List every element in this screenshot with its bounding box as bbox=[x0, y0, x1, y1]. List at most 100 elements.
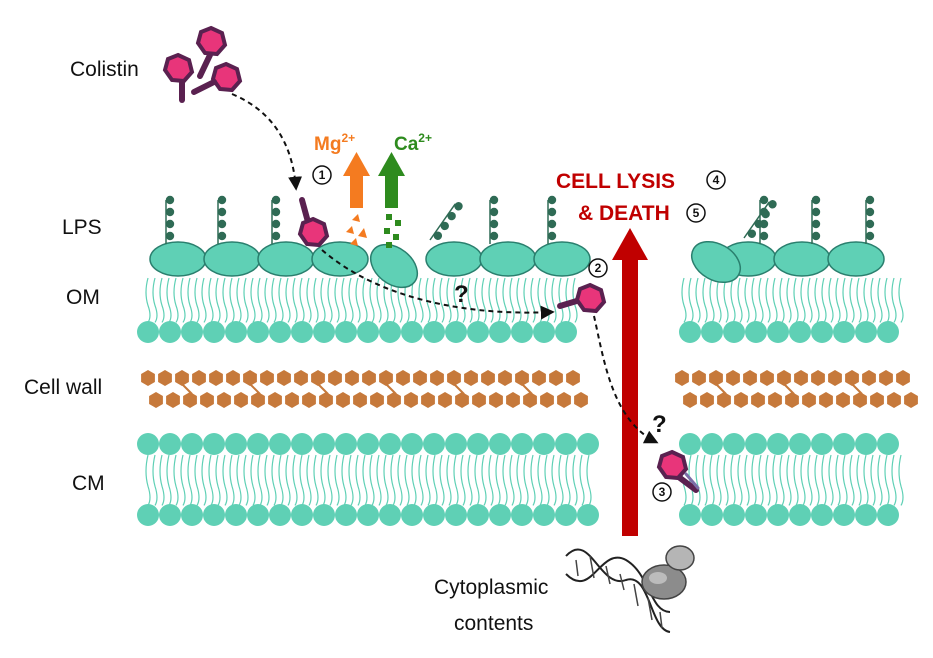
lipid-tail bbox=[145, 454, 151, 506]
om-lipid-head bbox=[247, 321, 269, 343]
cm-lipid-head bbox=[511, 504, 533, 526]
lipid-tail bbox=[194, 454, 200, 506]
lipid-tail bbox=[807, 277, 813, 323]
lps-bead bbox=[489, 195, 499, 205]
peptidoglycan-unit bbox=[760, 370, 774, 386]
lipid-tail bbox=[765, 277, 771, 323]
peptide-crosslink bbox=[851, 383, 863, 395]
lps-o-antigen bbox=[271, 195, 281, 244]
cm-lipid-head bbox=[357, 433, 379, 455]
peptidoglycan-unit bbox=[328, 370, 342, 386]
colistin-molecule bbox=[191, 61, 243, 95]
peptidoglycan-unit bbox=[523, 392, 537, 408]
peptidoglycan-unit bbox=[794, 370, 808, 386]
lipid-tail bbox=[702, 277, 708, 323]
lipid-tail bbox=[453, 454, 459, 506]
lipid-tail bbox=[544, 277, 550, 323]
lipid-tail bbox=[884, 454, 890, 506]
om-lipid-head bbox=[445, 321, 467, 343]
lipid-tail bbox=[173, 277, 179, 323]
svg-text:1: 1 bbox=[319, 168, 326, 182]
peptidoglycan-unit bbox=[226, 370, 240, 386]
lipid-tail bbox=[523, 454, 529, 506]
lipid-tail bbox=[229, 277, 235, 323]
lipid-tail bbox=[474, 277, 480, 323]
lipid-tail bbox=[723, 454, 729, 506]
peptidoglycan-unit bbox=[879, 370, 893, 386]
lipid-tail bbox=[509, 277, 515, 323]
lps-bead bbox=[454, 202, 463, 211]
cm-lipid-head bbox=[811, 504, 833, 526]
cm-lipid-head bbox=[555, 504, 577, 526]
lipid-tail bbox=[152, 454, 158, 506]
lipid-tail bbox=[152, 277, 158, 323]
cm-lipid-head bbox=[379, 433, 401, 455]
lipid-tail bbox=[362, 454, 368, 506]
unknown-mechanism-cm: ? bbox=[652, 411, 667, 438]
lipid-tail bbox=[201, 454, 207, 506]
lipid-tail bbox=[166, 277, 172, 323]
cm-lipid-head bbox=[269, 504, 291, 526]
lps-core-oval bbox=[827, 241, 885, 277]
cytoplasmic-label: Cytoplasmic bbox=[434, 576, 548, 599]
lipid-tail bbox=[264, 454, 270, 506]
om-lipid-head bbox=[181, 321, 203, 343]
lipid-tail bbox=[299, 277, 305, 323]
peptidoglycan-unit bbox=[251, 392, 265, 408]
lipid-tail bbox=[551, 277, 557, 323]
lipid-tail bbox=[716, 277, 722, 323]
cm-lipid-head bbox=[401, 504, 423, 526]
ca-release-arrow bbox=[378, 152, 405, 208]
peptidoglycan-unit bbox=[506, 392, 520, 408]
lipid-tail bbox=[744, 277, 750, 323]
lps-bead bbox=[489, 219, 499, 229]
lipid-tail bbox=[327, 454, 333, 506]
lipid-tail bbox=[173, 454, 179, 506]
lipid-tail bbox=[821, 454, 827, 506]
lipid-tail bbox=[544, 454, 550, 506]
om-lipid-head bbox=[811, 321, 833, 343]
cm-lipid-head bbox=[855, 504, 877, 526]
lps-o-antigen bbox=[811, 195, 821, 244]
om-lipid-head bbox=[855, 321, 877, 343]
lipid-tail bbox=[166, 454, 172, 506]
lipid-tail bbox=[586, 454, 592, 506]
lipid-tail bbox=[481, 277, 487, 323]
lps-o-antigen bbox=[743, 200, 777, 239]
cm-lipid-head bbox=[357, 504, 379, 526]
lipid-tail bbox=[159, 277, 165, 323]
lipid-tail bbox=[397, 454, 403, 506]
lipid-tail bbox=[180, 277, 186, 323]
death-label: & DEATH bbox=[578, 202, 670, 225]
lipid-tail bbox=[688, 277, 694, 323]
om-lipid-head bbox=[269, 321, 291, 343]
outer-membrane-tails bbox=[145, 277, 904, 323]
peptidoglycan-unit bbox=[700, 392, 714, 408]
cm-lipid-head bbox=[877, 504, 899, 526]
peptidoglycan-unit bbox=[464, 370, 478, 386]
lipid-tail bbox=[145, 277, 151, 323]
lipid-tail bbox=[404, 454, 410, 506]
pathway-arrow-to-om bbox=[321, 249, 555, 320]
lipid-tail bbox=[306, 454, 312, 506]
lipid-tail bbox=[849, 454, 855, 506]
lipid-tail bbox=[765, 454, 771, 506]
lipid-tail bbox=[884, 277, 890, 323]
lipid-tail bbox=[530, 277, 536, 323]
peptidoglycan-unit bbox=[175, 370, 189, 386]
peptidoglycan-unit bbox=[532, 370, 546, 386]
lipid-tail bbox=[772, 277, 778, 323]
cm-lipid-head bbox=[445, 433, 467, 455]
lipid-tail bbox=[779, 277, 785, 323]
peptidoglycan-unit bbox=[200, 392, 214, 408]
cm-lipid-head bbox=[855, 433, 877, 455]
lps-bead bbox=[489, 207, 499, 217]
lipid-tail bbox=[460, 277, 466, 323]
peptidoglycan-unit bbox=[285, 392, 299, 408]
peptidoglycan-unit bbox=[726, 370, 740, 386]
om-lipid-head bbox=[767, 321, 789, 343]
peptidoglycan-unit bbox=[709, 370, 723, 386]
lps-bead bbox=[547, 219, 557, 229]
lipid-tail bbox=[418, 454, 424, 506]
cm-lipid-head bbox=[313, 504, 335, 526]
